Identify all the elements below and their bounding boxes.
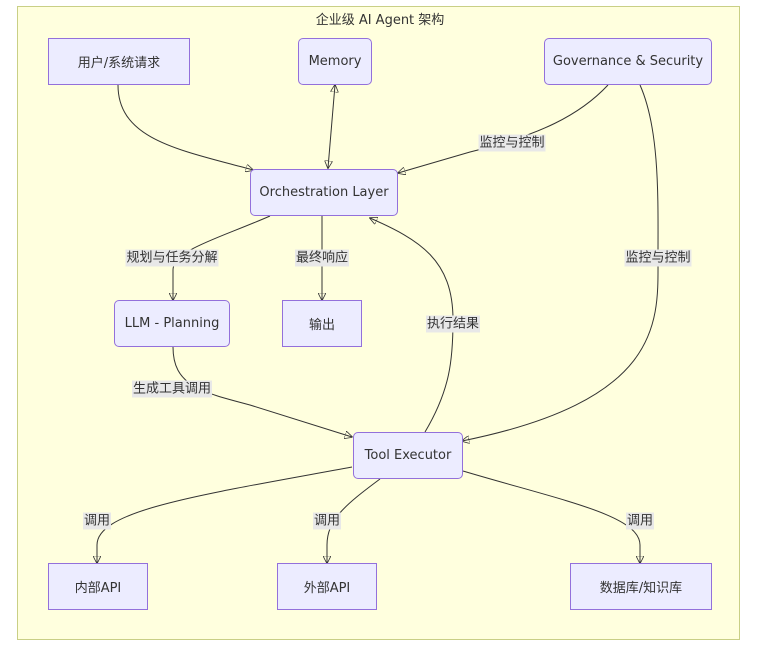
diagram-title: 企业级 AI Agent 架构 — [315, 13, 445, 28]
edge-label-governance-tool-executor: 监控与控制 — [624, 249, 692, 267]
edge-label-orchestration-output: 最终响应 — [294, 249, 350, 267]
node-user-request[interactable]: 用户/系统请求 — [48, 38, 190, 85]
edge-label-database: 调用 — [625, 512, 655, 530]
edge-governance-to-orchestration — [398, 84, 609, 173]
node-external-api[interactable]: 外部API — [277, 563, 377, 610]
edge-tool-executor-to-database — [462, 470, 640, 563]
edge-orchestration-to-llm — [173, 215, 271, 300]
edge-label-llm-tool-executor: 生成工具调用 — [131, 380, 213, 398]
edge-memory-orchestration — [328, 85, 335, 168]
node-database[interactable]: 数据库/知识库 — [570, 563, 712, 610]
node-governance-security[interactable]: Governance & Security — [544, 38, 712, 85]
node-orchestration-layer[interactable]: Orchestration Layer — [250, 169, 398, 216]
node-tool-executor[interactable]: Tool Executor — [353, 432, 463, 479]
edge-governance-to-tool-executor — [462, 84, 659, 441]
edge-user-to-orchestration — [117, 84, 253, 170]
node-memory[interactable]: Memory — [298, 38, 372, 85]
edge-label-external-api: 调用 — [312, 512, 342, 530]
node-internal-api[interactable]: 内部API — [48, 563, 148, 610]
node-output[interactable]: 输出 — [282, 300, 362, 347]
node-llm-planning[interactable]: LLM - Planning — [114, 300, 230, 347]
edge-label-internal-api: 调用 — [82, 512, 112, 530]
edge-label-orchestration-llm: 规划与任务分解 — [125, 249, 219, 267]
edge-label-governance-orchestration: 监控与控制 — [478, 134, 546, 152]
edge-label-tool-executor-orchestration: 执行结果 — [425, 315, 481, 333]
edge-tool-executor-to-internal-api — [97, 466, 353, 563]
